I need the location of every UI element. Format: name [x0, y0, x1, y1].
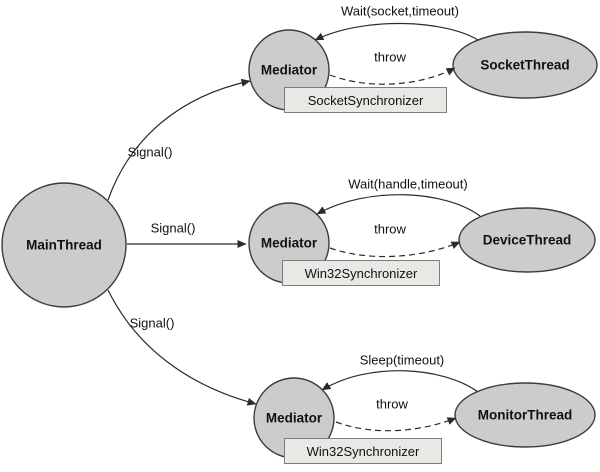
signal-label-monitor: Signal() — [129, 315, 175, 331]
sleep-arrow-monitor — [321, 370, 479, 393]
wait-label-socket: Wait(socket,timeout) — [341, 3, 459, 19]
mediator-label-monitor: Mediator — [265, 410, 323, 426]
monitorthread-node — [454, 382, 596, 448]
throw-arrow-monitor — [335, 417, 457, 432]
mainthread-node — [1, 182, 127, 308]
socketthread-node — [452, 31, 598, 99]
monitorthread-label: MonitorThread — [477, 407, 573, 423]
throw-label-monitor: throw — [376, 396, 408, 412]
throw-arrow-device — [329, 241, 461, 258]
throw-label-socket: throw — [374, 49, 406, 65]
throw-arrow-socket — [329, 67, 456, 85]
devicethread-label: DeviceThread — [482, 232, 572, 248]
signal-arrow-monitor — [107, 289, 257, 406]
mainthread-label: MainThread — [26, 237, 102, 253]
wait-arrow-device — [316, 194, 481, 217]
throw-label-device: throw — [374, 221, 406, 237]
wait-arrow-socket — [314, 22, 479, 41]
sleep-label-monitor: Sleep(timeout) — [359, 352, 445, 368]
synchronizer-box-monitor: Win32Synchronizer — [284, 438, 442, 464]
mediator-label-device: Mediator — [260, 235, 318, 251]
signal-arrow-socket — [107, 78, 251, 201]
wait-label-device: Wait(handle,timeout) — [348, 176, 468, 192]
synchronizer-box-socket: SocketSynchronizer — [284, 87, 447, 113]
socketthread-label: SocketThread — [480, 57, 570, 73]
devicethread-node — [458, 207, 596, 273]
signal-label-device: Signal() — [150, 220, 196, 236]
synchronizer-box-device: Win32Synchronizer — [282, 260, 440, 286]
mediator-label-socket: Mediator — [260, 62, 318, 78]
signal-label-socket: Signal() — [127, 144, 173, 160]
